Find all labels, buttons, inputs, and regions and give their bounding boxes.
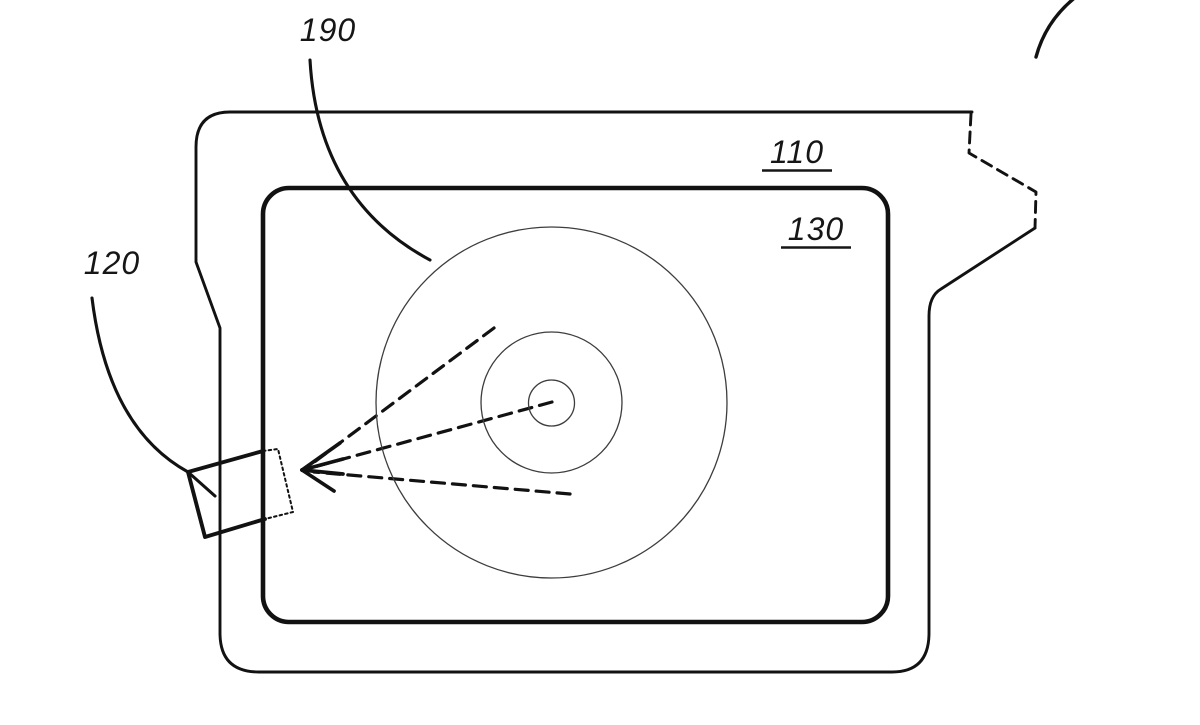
middle-circle [480, 331, 623, 474]
ref-label-190: 190 [300, 12, 356, 48]
arrowhead [300, 441, 345, 493]
device-body-outline [194, 110, 1037, 674]
ref-label-120: 120 [84, 245, 140, 281]
outer-circle [375, 226, 728, 579]
ref-label-130: 130 [788, 211, 844, 247]
dashed-ray-middle [312, 400, 554, 469]
screen-bezel [260, 185, 891, 625]
dashed-ray-lower [312, 470, 572, 496]
sensor-window-hidden-dotted [262, 448, 294, 520]
leader-line-120 [90, 296, 217, 498]
dashed-ray-upper [311, 326, 496, 465]
adjacent-figure-arc [1034, 0, 1075, 59]
device-break-dashed-edge [967, 112, 1038, 230]
ref-label-110: 110 [770, 134, 824, 170]
sensor-window-solid [186, 449, 267, 539]
inner-circle [527, 379, 576, 427]
leader-line-190 [308, 58, 432, 262]
